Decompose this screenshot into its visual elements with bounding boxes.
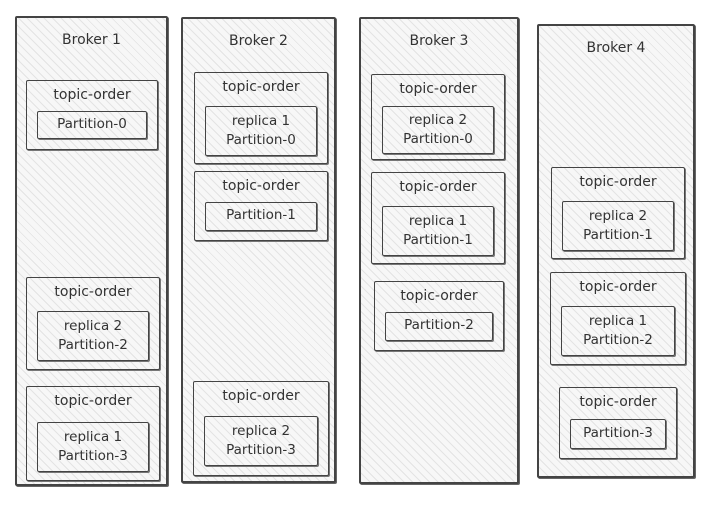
topic-title: topic-order [222,178,300,194]
replica-label: replica 1 [63,429,123,445]
broker-4: Broker 4 topic-order replica 2 Partition… [537,24,695,478]
topic-box: topic-order replica 1 Partition-1 [371,172,505,264]
topic-box: topic-order replica 1 Partition-2 [550,272,686,365]
topic-title: topic-order [579,279,657,295]
partition-box: Partition-1 [205,202,317,231]
replica-label: replica 1 [588,313,648,329]
partition-label: Partition-0 [403,131,473,147]
broker-2: Broker 2 topic-order replica 1 Partition… [181,17,336,483]
topic-title: topic-order [54,284,132,300]
partition-label: Partition-3 [58,448,128,464]
broker-3: Broker 3 topic-order replica 2 Partition… [359,17,519,484]
topic-box: topic-order Partition-0 [26,80,158,150]
partition-box: replica 1 Partition-3 [37,422,149,472]
partition-label: Partition-3 [583,425,653,441]
replica-label: replica 1 [231,113,291,129]
partition-label: Partition-3 [226,442,296,458]
topic-box: topic-order replica 2 Partition-3 [193,381,329,476]
partition-box: replica 1 Partition-1 [382,206,494,256]
partition-box: Partition-2 [385,312,493,341]
topic-box: topic-order replica 2 Partition-2 [26,277,160,370]
topic-title: topic-order [579,394,657,410]
broker-title: Broker 4 [586,40,646,56]
partition-box: replica 1 Partition-0 [205,106,317,156]
topic-title: topic-order [222,79,300,95]
partition-box: replica 1 Partition-2 [561,306,675,356]
topic-title: topic-order [54,393,132,409]
replica-label: replica 2 [63,318,123,334]
broker-title: Broker 1 [62,32,121,48]
topic-box: topic-order Partition-1 [194,171,328,241]
partition-label: Partition-1 [583,227,653,243]
broker-1: Broker 1 topic-order Partition-0 topic-o… [15,16,168,486]
partition-label: Partition-1 [403,232,473,248]
replica-label: replica 2 [408,112,468,128]
partition-box: Partition-0 [37,111,147,139]
topic-box: topic-order Partition-3 [559,387,677,459]
topic-title: topic-order [399,81,477,97]
broker-title: Broker 2 [229,33,288,49]
partition-box: Partition-3 [570,419,666,449]
partition-box: replica 2 Partition-3 [204,416,318,466]
partition-box: replica 2 Partition-1 [562,201,674,251]
partition-label: Partition-2 [58,337,128,353]
partition-box: replica 2 Partition-0 [382,106,494,154]
topic-box: topic-order replica 2 Partition-1 [551,167,685,259]
topic-title: topic-order [400,288,478,304]
partition-label: Partition-0 [57,116,127,132]
partition-box: replica 2 Partition-2 [37,311,149,361]
replica-label: replica 2 [231,423,291,439]
partition-label: Partition-2 [404,317,474,333]
replica-label: replica 1 [408,213,468,229]
topic-box: topic-order Partition-2 [374,281,504,351]
topic-title: topic-order [399,179,477,195]
partition-label: Partition-2 [583,332,653,348]
topic-box: topic-order replica 2 Partition-0 [371,74,505,160]
partition-label: Partition-1 [226,207,296,223]
topic-title: topic-order [222,388,300,404]
topic-title: topic-order [579,174,657,190]
replica-label: replica 2 [588,208,648,224]
topic-box: topic-order replica 1 Partition-0 [194,72,328,164]
topic-title: topic-order [53,87,131,103]
partition-label: Partition-0 [226,132,296,148]
broker-title: Broker 3 [409,33,469,49]
topic-box: topic-order replica 1 Partition-3 [26,386,160,481]
